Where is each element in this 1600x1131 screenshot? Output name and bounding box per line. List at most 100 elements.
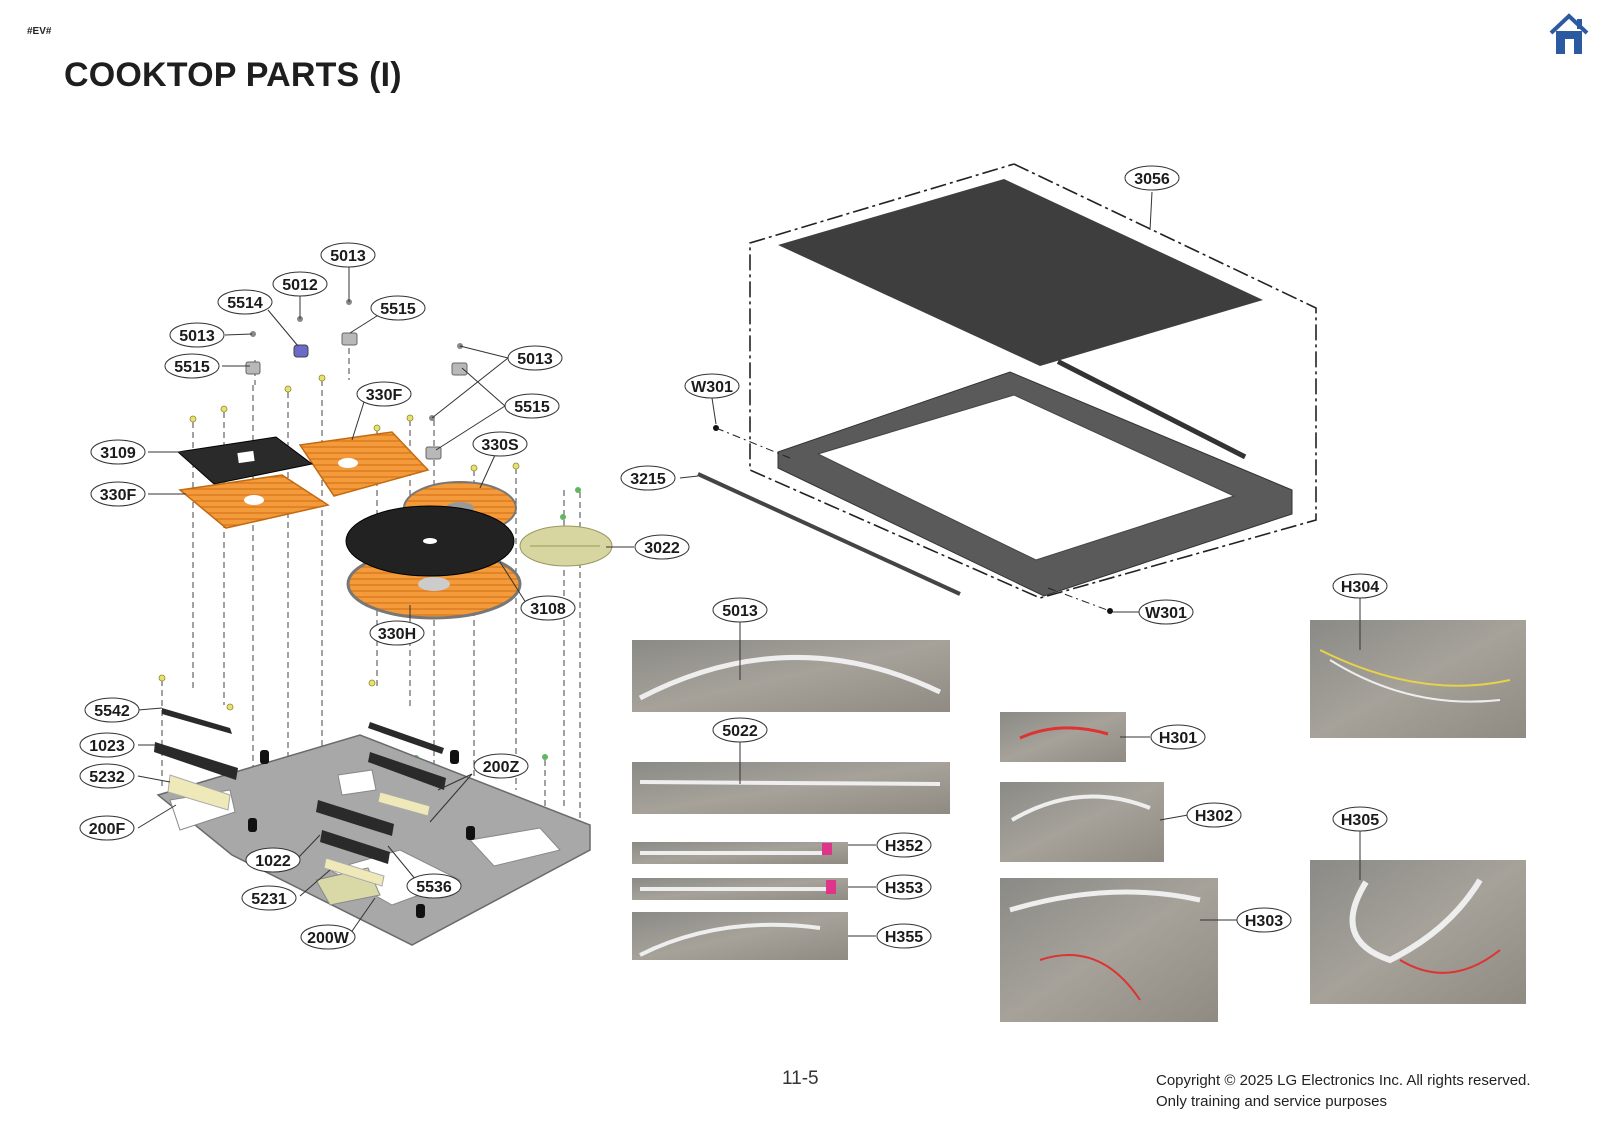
callout-200Z: 200Z <box>473 753 529 779</box>
callout-5536: 5536 <box>406 873 462 899</box>
callout-H302: H302 <box>1186 802 1242 828</box>
svg-text:200W: 200W <box>307 930 350 947</box>
callout-H301: H301 <box>1150 724 1206 750</box>
callout-H353: H353 <box>876 874 932 900</box>
callout-3022: 3022 <box>634 534 690 560</box>
glass-assembly-outline <box>749 163 1317 599</box>
svg-text:H305: H305 <box>1341 812 1379 829</box>
svg-text:5515: 5515 <box>174 359 210 376</box>
svg-text:3215: 3215 <box>630 471 666 488</box>
svg-text:3109: 3109 <box>100 445 136 462</box>
callout-330F-top: 330F <box>356 381 412 407</box>
page-number: 11-5 <box>782 1068 819 1089</box>
thermistor-parts <box>245 299 468 460</box>
svg-text:H303: H303 <box>1245 913 1283 930</box>
w301-dashes <box>715 427 1111 612</box>
svg-text:H353: H353 <box>885 880 923 897</box>
callout-200W: 200W <box>300 924 356 950</box>
svg-text:1023: 1023 <box>89 738 125 755</box>
frame <box>777 359 1293 597</box>
svg-text:H301: H301 <box>1159 730 1197 747</box>
callout-5515-right: 5515 <box>504 393 560 419</box>
svg-text:5013: 5013 <box>330 248 366 265</box>
trim-strip-3215 <box>697 472 961 596</box>
feet <box>248 750 475 918</box>
svg-text:3056: 3056 <box>1134 171 1170 188</box>
callout-3056: 3056 <box>1124 165 1180 191</box>
callout-330H: 330H <box>369 620 425 646</box>
callout-5231: 5231 <box>241 885 297 911</box>
callout-5514: 5514 <box>217 289 273 315</box>
callout-1023: 1023 <box>79 732 135 758</box>
callout-5542: 5542 <box>84 697 140 723</box>
harness-photos <box>632 620 1526 1022</box>
coil-3109-mica-sheet <box>176 436 314 485</box>
usage-notice-line: Only training and service purposes <box>1156 1093 1387 1110</box>
callout-5232: 5232 <box>79 763 135 789</box>
document-tag: #EV# <box>27 26 52 37</box>
svg-text:5536: 5536 <box>416 879 452 896</box>
svg-text:5013: 5013 <box>517 351 553 368</box>
house-icon[interactable] <box>1548 12 1590 56</box>
callout-H304: H304 <box>1332 573 1388 599</box>
svg-text:5231: 5231 <box>251 891 287 908</box>
callout-5515-top-right: 5515 <box>370 295 426 321</box>
callout-5013-top: 5013 <box>320 242 376 268</box>
callout-330F-left: 330F <box>90 481 146 507</box>
svg-text:5542: 5542 <box>94 703 130 720</box>
svg-text:330F: 330F <box>100 487 137 504</box>
svg-text:5022: 5022 <box>722 723 758 740</box>
svg-text:200F: 200F <box>89 821 126 838</box>
svg-text:H302: H302 <box>1195 808 1233 825</box>
callout-5013-right: 5013 <box>507 345 563 371</box>
mica-sheet-3108 <box>345 505 515 577</box>
svg-text:5515: 5515 <box>514 399 550 416</box>
svg-text:3022: 3022 <box>644 540 680 557</box>
svg-text:5013: 5013 <box>722 603 758 620</box>
svg-text:5012: 5012 <box>282 277 318 294</box>
callout-1022: 1022 <box>245 847 301 873</box>
callout-5012: 5012 <box>272 271 328 297</box>
sensor-plate-3022 <box>519 525 613 567</box>
svg-text:H355: H355 <box>885 929 923 946</box>
coil-330F-back <box>298 431 430 497</box>
copyright-notice: Copyright © 2025 LG Electronics Inc. All… <box>1156 1070 1531 1112</box>
svg-text:5013: 5013 <box>179 328 215 345</box>
callout-200F: 200F <box>79 815 135 841</box>
svg-text:5515: 5515 <box>380 301 416 318</box>
callout-W301-left: W301 <box>684 373 740 399</box>
callout-W301-bottom: W301 <box>1138 599 1194 625</box>
bracket-bars <box>154 708 446 864</box>
callout-H303: H303 <box>1236 907 1292 933</box>
svg-text:330H: 330H <box>378 626 416 643</box>
callout-5022: 5022 <box>712 717 768 743</box>
callout-H355: H355 <box>876 923 932 949</box>
callout-330S: 330S <box>472 431 528 457</box>
callout-3108: 3108 <box>520 595 576 621</box>
svg-text:1022: 1022 <box>255 853 291 870</box>
page-title: COOKTOP PARTS (I) <box>64 56 402 94</box>
svg-text:W301: W301 <box>691 379 733 396</box>
svg-text:H352: H352 <box>885 838 923 855</box>
svg-text:200Z: 200Z <box>483 759 520 776</box>
insulators <box>167 774 431 887</box>
svg-text:5232: 5232 <box>89 769 125 786</box>
callout-5013-left: 5013 <box>169 322 225 348</box>
callout-5013-harness: 5013 <box>712 597 768 623</box>
svg-text:330S: 330S <box>481 437 519 454</box>
copyright-line: Copyright © 2025 LG Electronics Inc. All… <box>1156 1072 1531 1089</box>
base-plate <box>156 734 591 946</box>
coil-330F-front <box>178 474 330 529</box>
svg-text:3108: 3108 <box>530 601 566 618</box>
leader-lines <box>137 191 1361 937</box>
svg-text:5514: 5514 <box>227 295 263 312</box>
callout-5515-left: 5515 <box>164 353 220 379</box>
svg-text:330F: 330F <box>366 387 403 404</box>
callout-H305: H305 <box>1332 806 1388 832</box>
callout-3215: 3215 <box>620 465 676 491</box>
svg-text:H304: H304 <box>1341 579 1379 596</box>
callout-3109: 3109 <box>90 439 146 465</box>
svg-text:W301: W301 <box>1145 605 1187 622</box>
glass-ceramic-top-3056 <box>778 179 1263 366</box>
